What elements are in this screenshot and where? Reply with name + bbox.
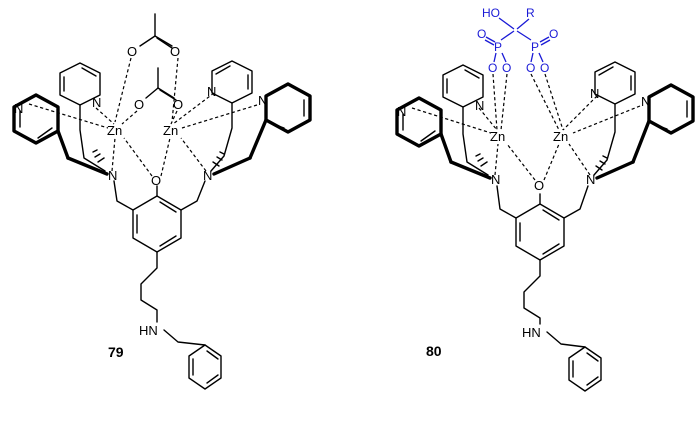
central-benzene-ring-80 — [515, 203, 565, 261]
atom-o-p4: O — [540, 61, 549, 75]
compound-80: O N N HN Zn Zn HO R P — [395, 6, 695, 392]
atom-amine-n-right: N — [203, 168, 212, 183]
atom-o-bridge-80: O — [534, 178, 544, 193]
acetate-lower: O O — [121, 67, 183, 125]
coord-pyr-zn-3 — [172, 92, 215, 125]
benzyl-ch2 — [163, 329, 206, 346]
atom-r: R — [526, 6, 535, 20]
coord-n-zn-left — [111, 137, 116, 172]
atom-p-right: P — [531, 40, 539, 54]
atom-o-p2: O — [502, 61, 511, 75]
atom-amine-n-left: N — [108, 168, 117, 183]
atom-o-p3: O — [526, 61, 535, 75]
atom-o-p1: O — [488, 61, 497, 75]
atom-zn-right: Zn — [163, 123, 178, 138]
central-benzene-ring — [132, 195, 182, 253]
acetate-upper: O O — [114, 13, 180, 123]
pyridine-back-left: N — [59, 62, 106, 172]
compound-79: O N N HN Zn Zn — [12, 13, 312, 390]
hashed-wedge-right — [212, 151, 225, 167]
atom-o-acetate-3: O — [134, 97, 144, 112]
ethyl-chain — [140, 251, 158, 323]
coord-pyr-zn-1 — [95, 107, 115, 125]
hashed-wedge-left-80 — [475, 153, 488, 167]
atom-n-pyr-4-80: N — [641, 94, 650, 109]
atom-po-right: O — [549, 27, 558, 41]
atom-zn-right-80: Zn — [553, 129, 568, 144]
atom-zn-left-80: Zn — [490, 129, 505, 144]
coord-n-zn-right — [180, 137, 207, 172]
coord-o-zn-left — [123, 137, 153, 177]
pyridine-front-right-80: N — [595, 83, 695, 180]
atom-n-pyr-3-80: N — [397, 104, 406, 119]
coord-pyr-zn-4 — [181, 104, 258, 129]
atom-n-pyr-1-80: N — [475, 98, 484, 113]
ch2-arm-left — [113, 180, 134, 211]
atom-amine-n-left-80: N — [491, 172, 500, 187]
atom-amine-n-right-80: N — [586, 172, 595, 187]
pyridine-back-left-80: N — [442, 64, 489, 176]
hashed-wedge-right-80 — [595, 155, 608, 171]
pyridine-front-left: N — [12, 93, 109, 176]
coord-o-zn-right — [160, 137, 171, 177]
atom-hn-80: HN — [522, 325, 541, 340]
pyridine-front-right: N — [212, 82, 312, 176]
bisphosphonate-ligand: HO R P P O O O O O O — [477, 6, 558, 75]
benzyl-ring-80 — [568, 346, 602, 392]
compound-label-80: 80 — [426, 343, 442, 359]
ch2-arm-right — [180, 180, 206, 211]
atom-p-left: P — [494, 40, 502, 54]
atom-hn: HN — [139, 323, 158, 338]
atom-n-pyr-3: N — [14, 101, 23, 116]
atom-n-pyr-1: N — [92, 95, 101, 110]
atom-n-pyr-2: N — [207, 84, 216, 99]
compound-label-79: 79 — [108, 344, 124, 360]
coord-pyr-zn-2 — [28, 103, 109, 129]
atom-n-pyr-4: N — [258, 93, 267, 108]
benzyl-ring — [188, 344, 222, 390]
pyridine-back-right-80: N — [590, 61, 636, 176]
atom-ho: HO — [482, 6, 500, 20]
atom-zn-left: Zn — [107, 123, 122, 138]
pyridine-back-right: N — [207, 60, 253, 172]
atom-o-bridge: O — [151, 173, 161, 188]
atom-po-left: O — [477, 27, 486, 41]
atom-o-acetate-1: O — [127, 44, 137, 59]
atom-o-acetate-2: O — [170, 44, 180, 59]
atom-o-acetate-4: O — [173, 97, 183, 112]
hashed-wedge-left — [92, 149, 105, 163]
pyridine-front-left-80: N — [395, 96, 492, 180]
atom-n-pyr-2-80: N — [590, 86, 599, 101]
